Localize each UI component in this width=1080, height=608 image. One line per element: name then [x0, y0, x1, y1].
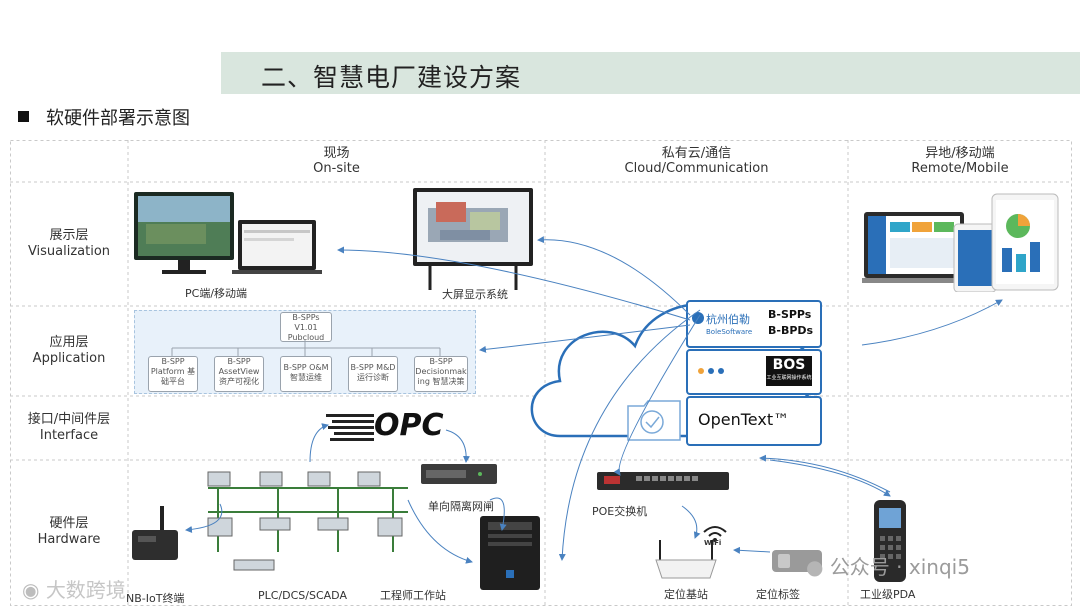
weibo-icon: ◉	[22, 578, 46, 602]
wifi-icon	[703, 526, 727, 542]
bos-logo: BOS 工业互联网操作系统	[766, 356, 812, 386]
column-header-en: Cloud/Communication	[624, 161, 769, 176]
engineer-workstation-icon	[480, 516, 540, 590]
module-line: B-SPP	[161, 357, 185, 366]
module-line: B-SPP M&D	[350, 363, 396, 372]
module-line: B-SPP O&M	[283, 363, 329, 372]
caption-pda: 工业级PDA	[860, 588, 916, 601]
app-module-om: B-SPP O&M 智慧运维	[280, 356, 332, 392]
column-header-en: On-site	[313, 161, 360, 176]
layer-zh: 展示层	[49, 228, 89, 243]
slide-title: 二、智慧电厂建设方案	[261, 63, 522, 92]
status-dot-icon	[698, 368, 704, 374]
layer-zh: 硬件层	[49, 516, 89, 531]
layer-label-hardware: 硬件层 Hardware	[10, 516, 128, 548]
app-top-line: Pubcloud	[287, 333, 325, 342]
server-opentext: OpenText™	[686, 396, 822, 446]
column-header-zh: 私有云/通信	[661, 146, 732, 161]
isolation-gateway-icon	[421, 464, 497, 484]
big-screen-icon	[413, 188, 533, 290]
column-header-zh: 异地/移动端	[925, 146, 995, 161]
logo-en: BoleSoftware	[706, 328, 753, 336]
module-line: 智慧运维	[290, 373, 322, 382]
status-dot-icon	[718, 368, 724, 374]
module-line: Platform 基	[150, 367, 196, 376]
app-module-platform: B-SPP Platform 基 础平台	[148, 356, 198, 392]
opc-stripes-icon	[326, 414, 374, 441]
remote-devices-icon	[862, 193, 1059, 292]
layer-label-visualization: 展示层 Visualization	[10, 228, 128, 260]
location-tag-icon	[772, 550, 822, 572]
wechat-icon: ●	[806, 555, 830, 579]
status-dot-icon	[708, 368, 714, 374]
watermark-right-text: 公众号 · xinqi5	[829, 555, 970, 579]
module-line: B-SPP	[429, 357, 453, 366]
deployment-diagram: 现场 On-site 私有云/通信 Cloud/Communication 异地…	[10, 140, 1072, 606]
module-line: B-SPP	[227, 357, 251, 366]
pc-monitor-icon	[134, 192, 322, 274]
product-bspps: B-SPPs	[768, 308, 812, 321]
bullet-square	[18, 111, 29, 122]
opc-logo: OPC	[326, 408, 446, 448]
layer-en: Hardware	[37, 532, 101, 547]
caption-pc: PC端/移动端	[185, 287, 248, 300]
caption-plc: PLC/DCS/SCADA	[258, 589, 347, 602]
module-line: 资产可视化	[219, 377, 259, 386]
slide-subtitle: 软硬件部署示意图	[46, 108, 190, 129]
layer-zh: 接口/中间件层	[27, 412, 111, 427]
app-module-md: B-SPP M&D 运行诊断	[348, 356, 398, 392]
module-line: 础平台	[161, 377, 185, 386]
column-header-remote: 异地/移动端 Remote/Mobile	[848, 146, 1072, 176]
connection-arrows	[185, 236, 1003, 564]
opc-text: OPC	[374, 408, 444, 443]
module-line: Decisionmak	[415, 367, 467, 376]
nbiot-terminal-icon	[132, 506, 178, 560]
bos-subtext: 工业互联网操作系统	[766, 375, 812, 381]
watermark-right: ● 公众号 · xinqi5	[806, 551, 970, 580]
layer-zh: 应用层	[49, 335, 89, 350]
app-module-decision: B-SPP Decisionmak ing 智慧决策	[414, 356, 468, 392]
caption-poe: POE交换机	[592, 505, 648, 518]
caption-basestation: 定位基站	[664, 588, 708, 601]
layer-label-application: 应用层 Application	[10, 335, 128, 367]
caption-iot: NB-IoT终端	[126, 592, 185, 605]
bos-text: BOS	[772, 357, 806, 373]
caption-isolation: 单向隔离网闸	[428, 500, 494, 513]
logo-cn: 杭州伯勒	[706, 313, 750, 326]
column-header-cloud: 私有云/通信 Cloud/Communication	[545, 146, 848, 176]
layer-en: Visualization	[27, 244, 111, 259]
module-tree-lines	[171, 340, 441, 356]
caption-tag: 定位标签	[756, 588, 800, 601]
layer-en: Application	[32, 351, 106, 366]
module-line: ing 智慧决策	[417, 377, 465, 386]
grid-lines	[10, 140, 1072, 606]
watermark-left-text: 大数跨境	[45, 578, 126, 602]
industrial-pda-icon	[874, 500, 906, 582]
caption-station: 工程师工作站	[380, 589, 446, 602]
caption-bigscreen: 大屏显示系统	[442, 288, 508, 301]
opentext-label: OpenText™	[698, 410, 790, 429]
poe-switch-icon	[597, 472, 729, 490]
folder-check-icon	[627, 400, 681, 441]
product-bbpds: B-BPDs	[768, 324, 814, 337]
column-header-en: Remote/Mobile	[911, 161, 1009, 176]
app-module-assetview: B-SPP AssetView 资产可视化	[214, 356, 264, 392]
app-platform-top: B-SPPs V1.01 Pubcloud	[280, 312, 332, 342]
column-header-onsite: 现场 On-site	[128, 146, 545, 176]
title-bar: 二、智慧电厂建设方案	[221, 52, 1080, 94]
base-station-icon	[655, 540, 717, 579]
server-bspps: 杭州伯勒 BoleSoftware B-SPPs B-BPDs	[686, 300, 822, 348]
layer-label-interface: 接口/中间件层 Interface	[10, 412, 128, 444]
server-bos: BOS 工业互联网操作系统	[686, 349, 822, 395]
column-header-zh: 现场	[323, 146, 350, 161]
layer-en: Interface	[39, 428, 99, 443]
watermark-left: ◉ 大数跨境	[22, 574, 126, 603]
module-line: AssetView	[218, 367, 260, 376]
module-line: 运行诊断	[357, 373, 389, 382]
plc-dcs-network-icon	[207, 471, 408, 571]
app-top-line: B-SPPs V1.01	[292, 313, 320, 332]
